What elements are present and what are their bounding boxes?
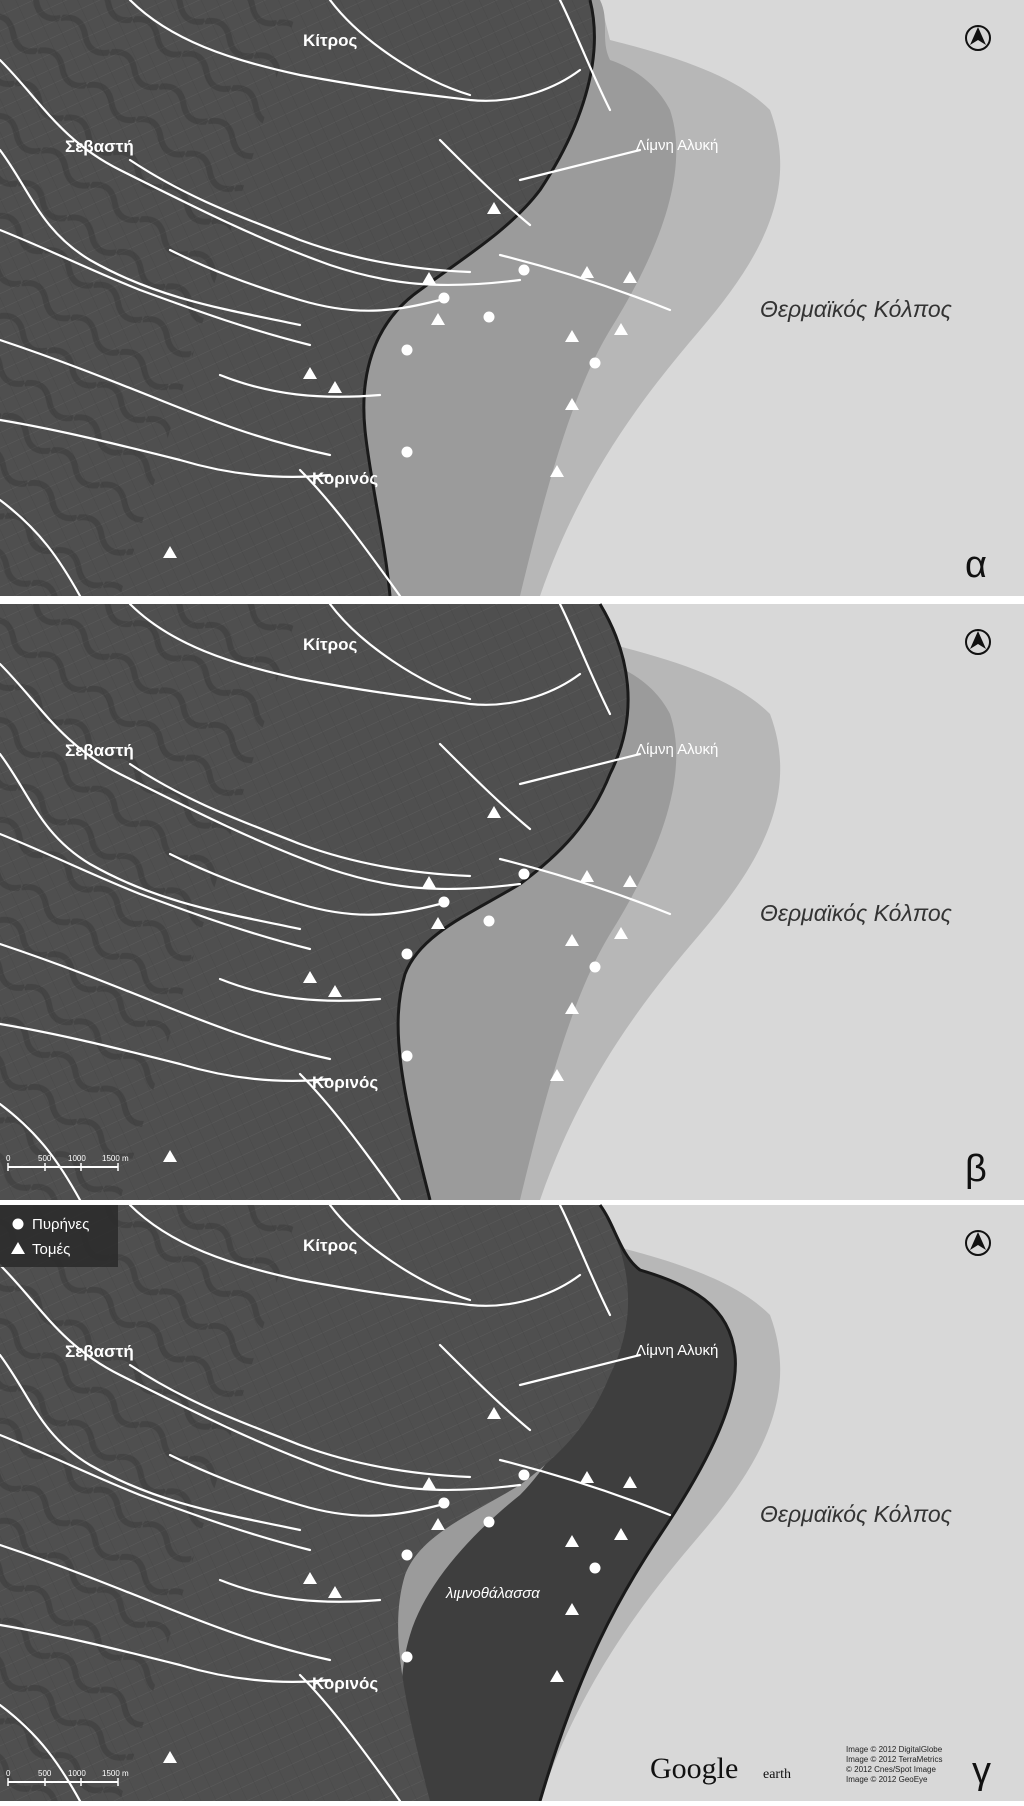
coastline	[362, 0, 596, 597]
legend: Πυρήνες Τομές	[0, 1205, 118, 1267]
scale-bar: 0 500 1000 1500 m	[6, 1154, 129, 1171]
label-gulf: Θερμαϊκός Κόλπος	[760, 900, 953, 926]
label-gulf: Θερμαϊκός Κόλπος	[760, 1501, 953, 1527]
panel-letter-gamma: γ	[972, 1750, 991, 1792]
google-wordmark: Google	[650, 1752, 738, 1785]
panel-letter-alpha: α	[965, 544, 987, 586]
label-gulf: Θερμαϊκός Κόλπος	[760, 296, 953, 322]
scale-tick-1500: 1500 m	[102, 1154, 129, 1163]
label-korinos: Κορινός	[312, 1674, 378, 1693]
panel-letter-beta: β	[965, 1148, 987, 1190]
credit-line: Image © 2012 TerraMetrics	[846, 1755, 942, 1764]
lagoon-area	[401, 1205, 736, 1801]
image-credits: Image © 2012 DigitalGlobe Image © 2012 T…	[846, 1745, 943, 1784]
legend-cores-label: Πυρήνες	[32, 1216, 89, 1233]
credit-line: © 2012 Cnes/Spot Image	[846, 1765, 937, 1774]
scale-tick-500: 500	[38, 1769, 52, 1778]
label-kitros: Κίτρος	[303, 1236, 357, 1255]
label-limni-alyki: Λίμνη Αλυκή	[636, 137, 718, 154]
legend-sections-label: Τομές	[32, 1241, 70, 1258]
lagoon-outline	[538, 1204, 737, 1802]
label-kitros: Κίτρος	[303, 31, 357, 50]
panel-beta: Κίτρος Σεβαστή Κορινός Λίμνη Αλυκή Θερμα…	[0, 602, 1024, 1202]
credit-line: Image © 2012 DigitalGlobe	[846, 1745, 943, 1754]
scale-tick-0: 0	[6, 1769, 11, 1778]
scale-tick-1500: 1500 m	[102, 1769, 129, 1778]
scale-tick-1000: 1000	[68, 1769, 86, 1778]
label-lagoon: λιμνοθάλασσα	[445, 1585, 540, 1602]
core-circle-icon	[12, 1218, 24, 1230]
label-limni-alyki: Λίμνη Αλυκή	[636, 1342, 718, 1359]
panel-alpha: Κίτρος Σεβαστή Κορινός Λίμνη Αλυκή Θερμα…	[0, 0, 1024, 598]
section-triangle-icon	[11, 1242, 25, 1254]
scale-tick-500: 500	[38, 1154, 52, 1163]
scale-tick-1000: 1000	[68, 1154, 86, 1163]
earth-wordmark: earth	[763, 1767, 791, 1782]
label-sevasti: Σεβαστή	[65, 741, 134, 760]
label-sevasti: Σεβαστή	[65, 137, 134, 156]
scale-bar: 0 500 1000 1500 m	[6, 1769, 129, 1786]
label-kitros: Κίτρος	[303, 635, 357, 654]
label-korinos: Κορινός	[312, 469, 378, 488]
panel-gamma: Κίτρος Σεβαστή Κορινός Λίμνη Αλυκή Θερμα…	[0, 1203, 1024, 1803]
label-sevasti: Σεβαστή	[65, 1342, 134, 1361]
scale-tick-0: 0	[6, 1154, 11, 1163]
credit-line: Image © 2012 GeoEye	[846, 1775, 928, 1784]
label-korinos: Κορινός	[312, 1073, 378, 1092]
google-earth-logo: Google earth	[650, 1752, 791, 1785]
label-limni-alyki: Λίμνη Αλυκή	[636, 741, 718, 758]
